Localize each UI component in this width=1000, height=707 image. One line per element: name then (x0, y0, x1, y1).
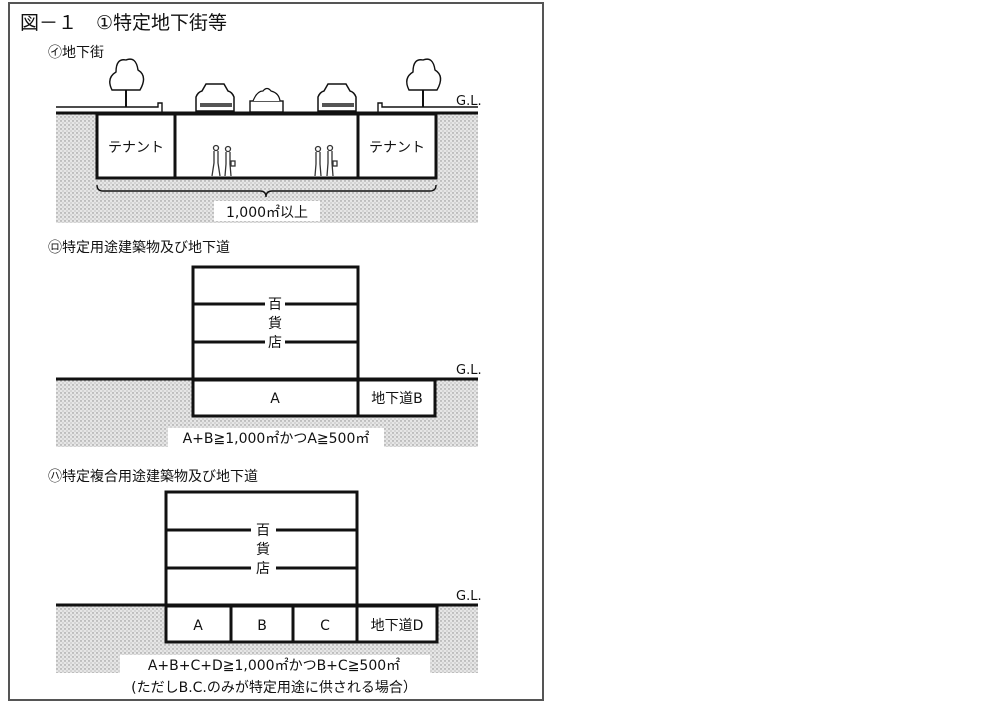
passage-b-label: 地下道B (371, 391, 423, 407)
store-label-char: 百 (268, 297, 282, 313)
section-specified-building: ㋺特定用途建築物及び地下道 G.L. 百 貨 店 A 地下道B A+B≧1,00… (48, 239, 482, 448)
underground-mall-box (95, 112, 438, 180)
section-mixed-use-building: ㋩特定複合用途建築物及び地下道 G.L. 百 貨 店 A B C 地下道D A+… (48, 468, 482, 696)
car-icon (195, 83, 235, 112)
passage-d-label: 地下道D (371, 618, 424, 634)
planter-icon (249, 87, 284, 113)
tenant-left-label: テナント (108, 140, 164, 156)
section-label: ㋑地下街 (48, 45, 104, 61)
label-background (214, 201, 320, 221)
basement-a-label: A (270, 391, 280, 407)
store-label-char: 店 (256, 561, 270, 577)
figure-title: 図－１ ①特定地下街等 (20, 12, 227, 34)
section-label: ㋩特定複合用途建築物及び地下道 (48, 468, 258, 485)
basement-c-label: C (320, 618, 330, 634)
section-label: ㋺特定用途建築物及び地下道 (48, 239, 230, 256)
gl-label: G.L. (456, 94, 482, 109)
tree-icon (109, 58, 145, 107)
tree-icon (406, 58, 442, 107)
basement-b (229, 604, 295, 644)
gl-label: G.L. (456, 363, 482, 378)
label-background (120, 655, 430, 675)
area-note: 1,000㎡以上 (226, 205, 308, 221)
area-brace (96, 184, 437, 198)
store-label-char: 百 (256, 523, 270, 539)
gl-label: G.L. (456, 589, 482, 604)
underground-passage-b (356, 378, 437, 418)
condition-text: A+B+C+D≧1,000㎡かつB+C≧500㎡ (148, 658, 400, 674)
pedestrians-icon (211, 144, 338, 177)
basement-c (291, 604, 359, 644)
label-background (168, 428, 384, 448)
store-label-char: 店 (268, 335, 282, 351)
basement-b-label: B (257, 618, 267, 634)
car-icon (317, 83, 357, 112)
store-label-char: 貨 (256, 541, 270, 558)
store-label-char: 貨 (268, 315, 282, 332)
department-store-building (164, 490, 359, 607)
underground-passage-d (355, 604, 439, 644)
basement-a-label: A (193, 618, 203, 634)
condition-text: A+B≧1,000㎡かつA≧500㎡ (183, 431, 370, 447)
basement-a (164, 604, 233, 644)
section-underground-mall: ㋑地下街 G.L. テナント テナント (48, 45, 482, 223)
tenant-right-label: テナント (369, 140, 425, 156)
condition-note: (ただしB.C.のみが特定用途に供される場合） (131, 679, 417, 696)
